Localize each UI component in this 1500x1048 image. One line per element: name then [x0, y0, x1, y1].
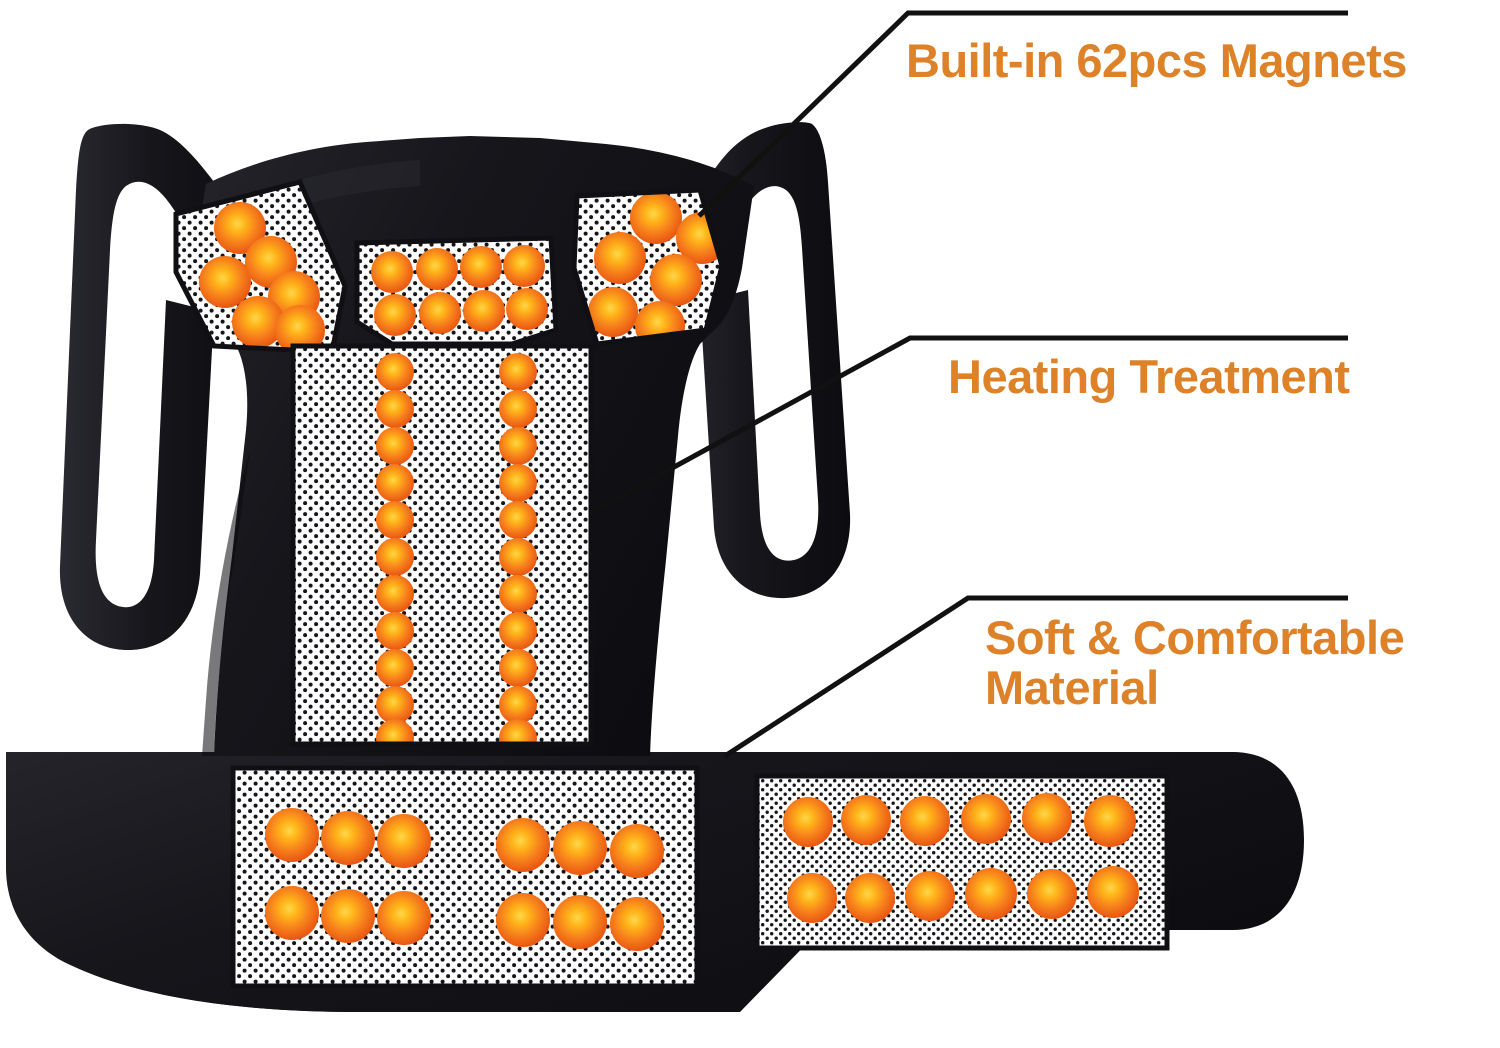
- callout-label-heating: Heating Treatment: [948, 350, 1350, 403]
- callout-label-material-line2: Material: [985, 660, 1159, 714]
- left-lumbar-panel: [230, 765, 700, 989]
- leader-line-material: [723, 595, 1348, 759]
- left-shoulder-pad: [173, 179, 348, 355]
- callout-leader-lines: [588, 10, 1348, 759]
- leader-line-magnets: [697, 10, 1348, 218]
- spine-panel: [290, 343, 594, 747]
- right-lumbar-magnets: [783, 793, 1139, 923]
- leader-line-heating: [588, 335, 1348, 516]
- collar-pad-magnets: [371, 245, 548, 336]
- left-shoulder-magnets: [199, 202, 325, 352]
- callout-label-material-line1: Soft & Comfortable: [985, 611, 1405, 664]
- callout-label-magnets: Built-in 62pcs Magnets: [906, 34, 1407, 87]
- collar-pad: [354, 235, 559, 347]
- left-lumbar-magnets: [265, 808, 664, 951]
- right-shoulder-pad: [571, 187, 725, 347]
- right-lumbar-panel: [754, 773, 1170, 951]
- spine-panel-magnets: [376, 353, 537, 744]
